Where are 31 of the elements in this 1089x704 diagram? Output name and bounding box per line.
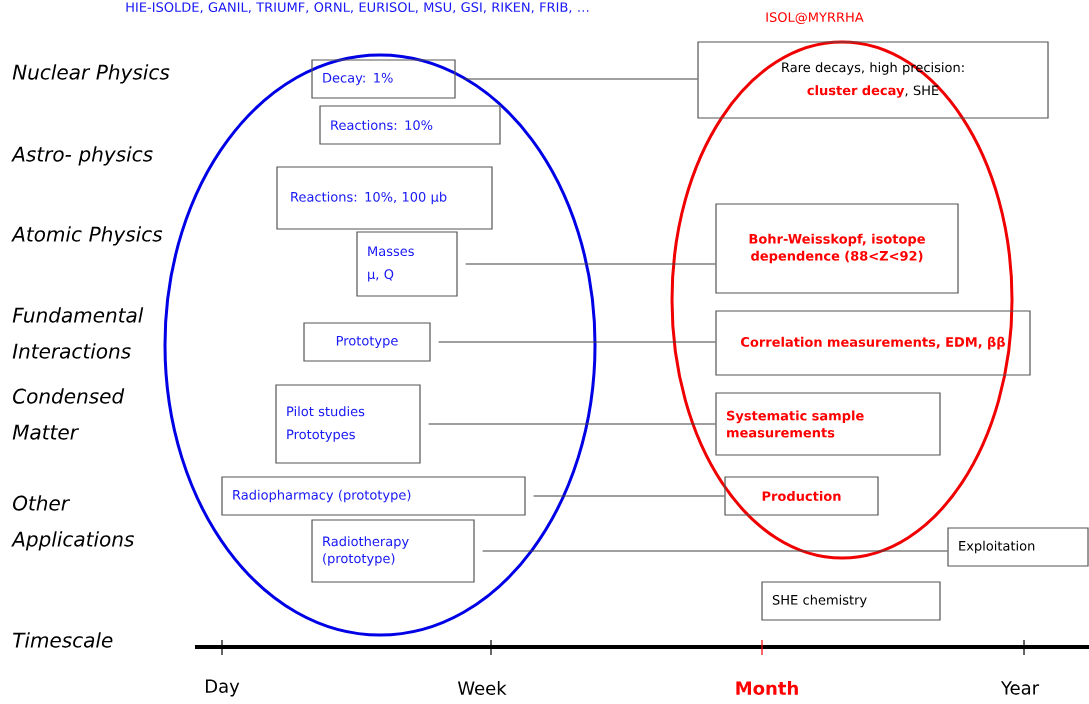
axis-label: Week — [457, 681, 507, 695]
connector-line — [438, 341, 716, 343]
result-box: SHE chemistry — [761, 581, 941, 621]
category-label: Condensed Matter — [12, 388, 125, 440]
connector-line — [463, 78, 698, 80]
category-label: Timescale — [13, 632, 113, 648]
category-label: Fundamental Interactions — [12, 307, 144, 359]
result-box: Reactions: 10%, 100 µb — [276, 166, 493, 230]
result-box: Systematic sample measurements — [715, 392, 941, 456]
result-box: Masses µ, Q — [356, 231, 458, 297]
axis-label: Month — [736, 681, 798, 695]
connector-line — [465, 263, 716, 265]
result-box: Correlation measurements, EDM, ββ — [715, 310, 1031, 376]
result-box: Bohr-Weisskopf, isotope dependence (88<Z<92) — [715, 203, 959, 294]
result-box: Exploitation — [947, 527, 1089, 567]
axis-label: Year — [1000, 681, 1040, 695]
category-label: Other Applications — [11, 495, 134, 551]
connector-line — [533, 495, 725, 497]
category-label: Astro- physics — [11, 146, 153, 166]
group-heading: HIE-ISOLDE, GANIL, TRIUMF, ORNL, EURISOL, MSU, GSI, RIKEN, FRIB, … — [126, 2, 589, 14]
connector-line — [482, 550, 948, 552]
axis-label: Day — [206, 679, 240, 697]
result-box: Radiotherapy (prototype) — [311, 519, 475, 583]
result-box: Prototype — [303, 322, 431, 362]
category-label: Atomic Physics — [11, 226, 163, 246]
result-box: Radiopharmacy (prototype) — [221, 476, 526, 516]
category-label: Nuclear Physics — [12, 64, 170, 84]
connector-line — [428, 423, 716, 425]
result-box: Pilot studies Prototypes — [275, 384, 421, 464]
group-heading: ISOL@MYRRHA — [766, 12, 864, 25]
result-box: Reactions: 10% — [319, 105, 501, 145]
